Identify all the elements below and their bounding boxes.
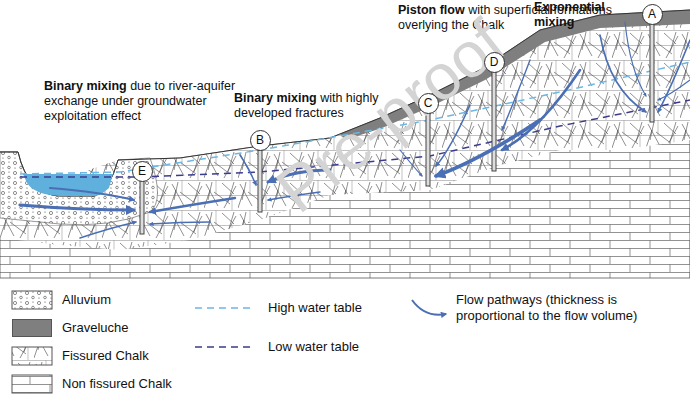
well-marker: C	[418, 93, 439, 114]
well-letter: E	[138, 165, 146, 177]
well-marker: B	[250, 130, 271, 151]
mixing-type: Exponential mixing	[534, 0, 605, 29]
mixing-type: Piston flow	[398, 3, 465, 17]
legend-label: Fissured Chalk	[62, 348, 192, 364]
well-letter: C	[424, 97, 433, 109]
legend-label: Low water table	[268, 339, 408, 355]
well-marker: D	[484, 52, 505, 73]
well-marker: E	[132, 161, 153, 182]
mixing-type: Binary mixing	[234, 91, 317, 105]
legend-swatch	[12, 319, 52, 337]
legend-label: Alluvium	[62, 292, 192, 308]
annotation: Exponential mixing	[534, 0, 644, 30]
legend-label: High water table	[268, 300, 408, 316]
well-letter: D	[490, 56, 499, 68]
well-letter: A	[648, 8, 656, 20]
annotation: Binary mixingdue to river-aquifer exchan…	[44, 79, 259, 124]
legend-label: Flow pathways (thickness is proportional…	[456, 292, 684, 324]
mixing-type: Binary mixing	[44, 79, 127, 93]
legend-label: Graveluche	[62, 320, 192, 336]
well-letter: B	[256, 134, 264, 146]
well-marker: A	[642, 4, 663, 25]
legend-label: Non fissured Chalk	[62, 376, 192, 392]
